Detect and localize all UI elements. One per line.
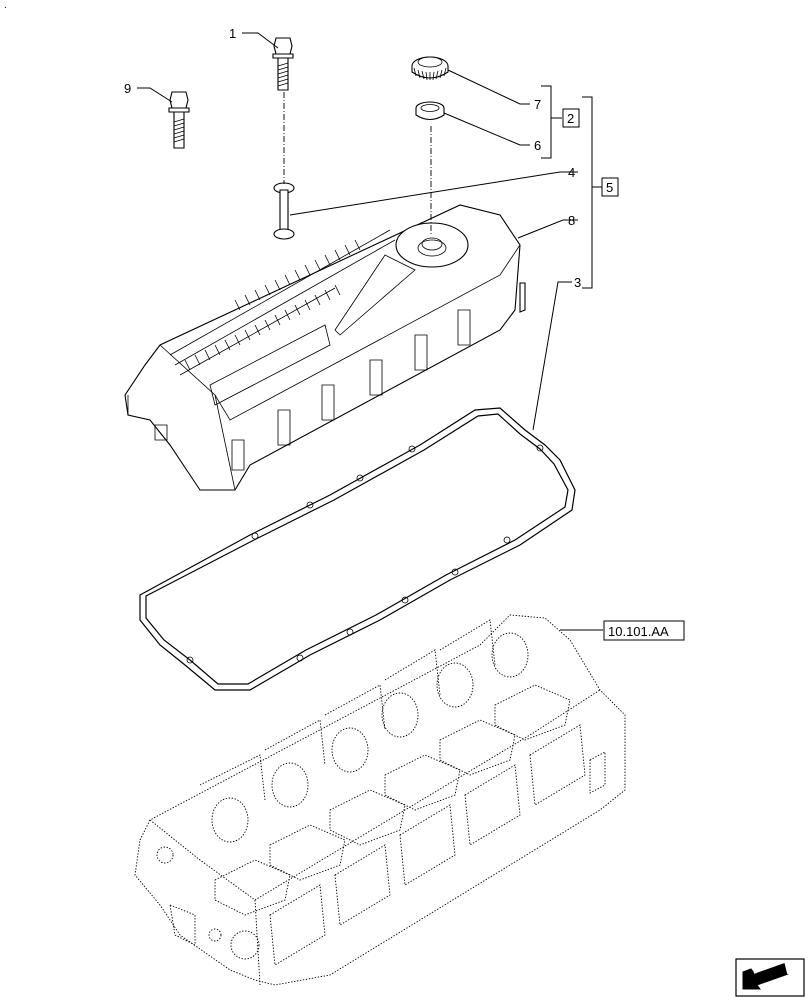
bolt-9 (168, 91, 190, 149)
callout-7: 7 (534, 97, 541, 112)
bolt-1 (272, 37, 294, 91)
valve-cover (124, 204, 526, 491)
seal-6 (415, 101, 445, 121)
navigation-arrow-icon[interactable] (735, 958, 805, 997)
group-box-5 (601, 177, 619, 197)
callout-1: 1 (229, 26, 236, 41)
corner-mark: . (4, 0, 7, 11)
gasket (139, 407, 576, 691)
group-label-2: 2 (567, 111, 574, 126)
reference-box (603, 620, 685, 641)
reference-label: 10.101.AA (608, 624, 669, 639)
filler-cap-7 (411, 56, 449, 81)
group-label-5: 5 (606, 180, 613, 195)
group-box-2 (562, 108, 580, 128)
callout-4: 4 (568, 165, 575, 180)
cylinder-head (134, 614, 626, 986)
callout-9: 9 (124, 81, 131, 96)
callout-6: 6 (534, 138, 541, 153)
callout-3: 3 (574, 275, 581, 290)
callout-8: 8 (568, 213, 575, 228)
spacer-4 (273, 182, 295, 240)
